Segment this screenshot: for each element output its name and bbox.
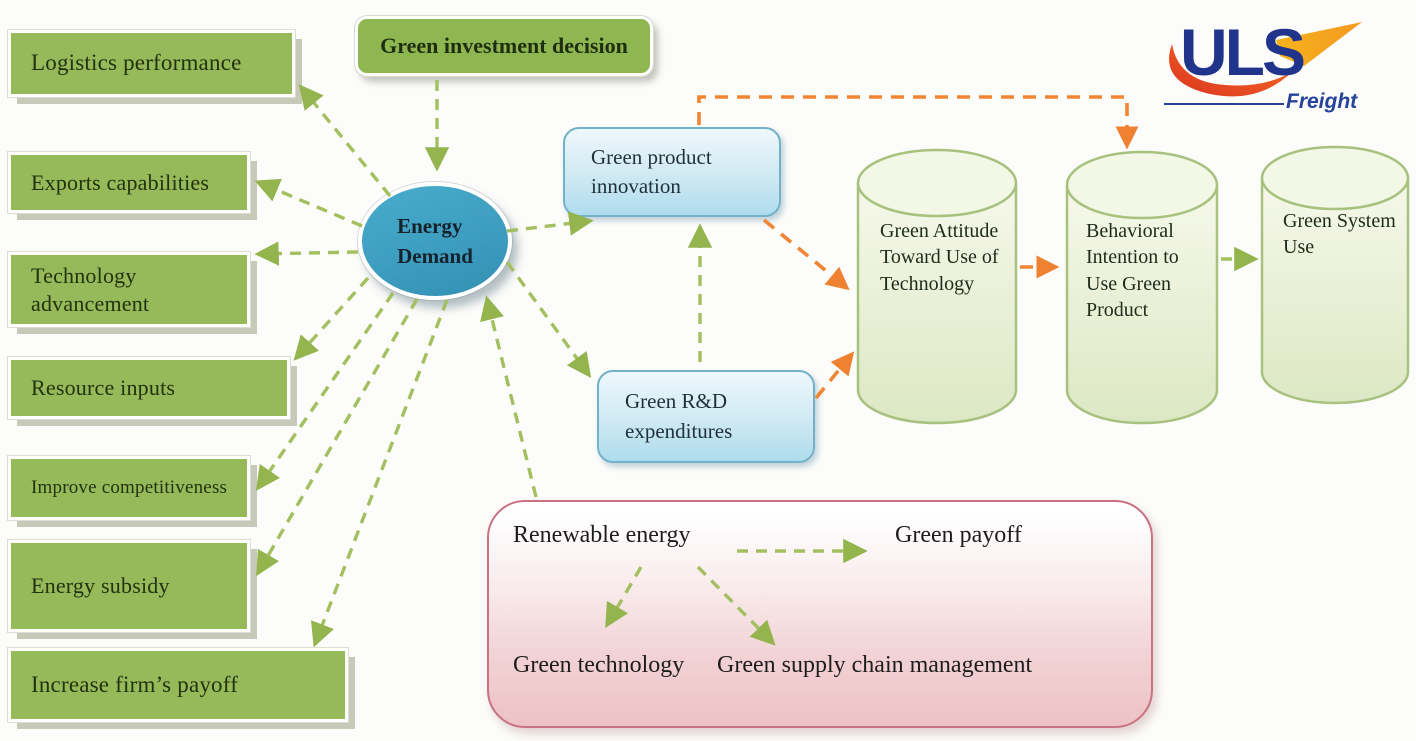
factor-box-resource-inputs: Resource inputs [7,356,291,420]
factor-label: Exports capabilities [31,169,210,195]
node-green-investment-decision: Green investment decision [354,15,654,77]
node-label: Green R&D expenditures [625,389,733,443]
factor-box-energy-subsidy: Energy subsidy [7,539,251,633]
factor-label: Logistics performance [31,50,242,76]
cylinder-label-green-attitude: Green Attitude Toward Use of Technology [880,220,999,295]
factor-box-logistics-performance: Logistics performance [7,29,296,98]
panel-label-green-supply-chain: Green supply chain management [717,652,1033,678]
cylinder-label-green-system-use: Green System Use [1283,210,1396,259]
factor-label: Resource inputs [31,375,176,401]
arrow-energy-to-product-innovation [506,211,594,236]
cylinder-label-behavioral-intention: Behavioral Intention to Use Green Produc… [1086,220,1179,322]
factor-box-increase-firms-payoff: Increase firm’s payoff [7,647,349,723]
renewable-energy-panel [487,500,1153,728]
factor-box-exports-capabilities: Exports capabilities [7,151,251,214]
panel-label-green-payoff: Green payoff [895,522,1022,548]
logo-brand-text: ULS [1180,15,1306,89]
cylinder-green-system-use [1260,145,1410,405]
factor-label: Improve competitiveness [31,477,228,499]
arrow-energy-to-resources [293,276,370,361]
logo-graphics [1169,22,1362,97]
arrow-renewable-to-energy [480,295,538,498]
factor-label: Technology advancement [31,263,150,316]
logo-swoosh-icon [1169,44,1292,97]
panel-label-renewable-energy: Renewable energy [513,522,691,548]
node-energy-demand: Energy Demand [358,182,512,300]
arrow-energy-to-subsidy [256,298,419,577]
factor-label: Increase firm’s payoff [31,671,239,697]
arrow-energy-to-payoff [311,299,449,648]
arrow-energy-to-exports [254,178,363,228]
node-label: Green product innovation [591,144,712,198]
logo-arrow-icon [1276,22,1362,66]
node-green-product-innovation: Green product innovation [563,127,781,217]
factor-box-technology-advancement: Technology advancement [7,251,251,328]
node-label: Green investment decision [380,33,628,58]
arrow-energy-to-technology [254,241,359,266]
uls-freight-logo: ULS Freight [1158,6,1368,124]
arrow-energy-to-logistics [298,84,392,198]
node-label: Energy Demand [397,213,473,268]
panel-label-green-technology: Green technology [513,652,685,678]
factor-box-improve-competitiveness: Improve competitiveness [7,455,251,521]
factor-label: Energy subsidy [31,573,170,599]
arrow-energy-to-rd [505,261,592,378]
logo-rule [1164,103,1284,105]
arrow-rd-to-attitude [814,351,855,400]
arrow-innovation-to-attitude [762,218,850,291]
logo-tagline-text: Freight [1286,90,1358,113]
node-green-rd-expenditures: Green R&D expenditures [597,370,815,463]
